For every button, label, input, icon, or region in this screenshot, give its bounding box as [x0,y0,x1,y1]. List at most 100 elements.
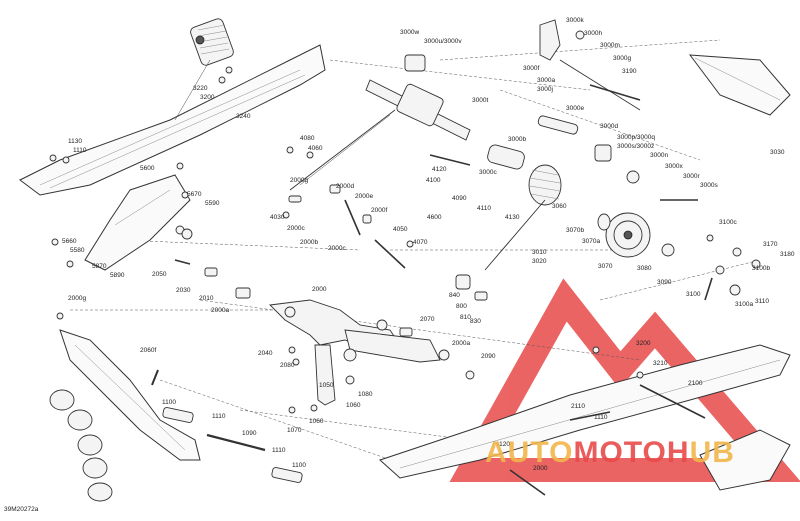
part-label: 2010 [199,295,214,302]
part-label: 2030 [176,287,191,294]
part-label: 3070a [582,238,600,245]
part-label: 3000s [700,182,718,189]
idler-wheel [597,212,675,258]
part-label: 810 [460,314,471,321]
part-label: 2000g [290,177,308,184]
part-label: 1100 [162,399,176,406]
part-label: 3000s/3000z [617,143,654,150]
part-label: 3000x [665,163,683,170]
part-label: 2000d [336,183,354,190]
part-label: 3000c [479,169,497,176]
part-label: 5600 [140,165,155,172]
center-swing-arm [269,299,441,406]
part-number-labels: 3000w3000u/3000v3000t3000k3000h3000m3000… [62,17,795,472]
part-label: 1130 [68,138,82,145]
part-label: 3210 [653,360,668,367]
part-label: 3000n [650,152,668,159]
part-label: 2040 [258,350,273,357]
part-label: 3000k [566,17,584,24]
part-label: 1070 [287,427,302,434]
part-label: 1110 [212,413,226,420]
part-label: 3020 [532,258,547,265]
front-rail-with-spring [19,18,326,196]
part-label: 5890 [110,272,125,279]
part-label: 4070 [413,239,428,246]
part-label: 1060 [309,418,324,425]
part-label: 3000m [600,42,620,49]
part-label: 3000j [537,86,553,93]
rear-rail [379,344,791,491]
part-label: 3000e [566,105,584,112]
part-label: 4030 [270,214,285,221]
part-label: 3000g [613,55,631,62]
part-label: 3000p/3000q [617,134,655,141]
part-label: 3190 [622,68,637,75]
part-label: 3000r [683,173,700,180]
part-label: 4130 [505,214,520,221]
part-label: 3110 [755,298,769,305]
watermark-text: AUTOMOTOHUB [485,436,735,469]
part-label: 3000f [523,65,539,72]
part-label: 3170 [763,241,778,248]
bogie-wheels [49,389,113,502]
part-label: 5580 [70,247,85,254]
part-label: 3060 [552,203,567,210]
part-label: 3000b [508,136,526,143]
center-shaft-assembly [289,54,471,191]
part-label: 2000c [328,245,346,252]
drawing-code: 39M20272a [4,506,39,513]
part-label: 3070 [598,263,613,270]
part-label: 2060f [140,347,156,354]
part-label: 4600 [427,214,442,221]
part-label: 3000d [600,123,618,130]
part-label: 4100 [426,177,441,184]
part-label: 2100 [688,380,703,387]
part-label: 1080 [358,391,373,398]
part-label: 2080 [280,362,295,369]
part-label: 1090 [242,430,257,437]
part-label: 2000b [300,239,318,246]
part-label: 3200 [636,340,651,347]
part-label: 1060 [346,402,361,409]
part-label: 2000 [312,286,327,293]
part-label: 5670 [187,191,202,198]
part-label: 2070 [420,316,435,323]
part-label: 4060 [308,145,323,152]
part-label: 3000t [472,97,488,104]
part-label: 2000 [533,465,548,472]
part-label: 3180 [780,251,795,258]
watermark-text-segment: AUTO [485,436,573,469]
part-label: 3100 [686,291,701,298]
part-label: 3200 [200,94,215,101]
part-label: 2000e [355,193,373,200]
left-rail-lower [49,329,201,502]
part-label: 3010 [532,249,547,256]
part-label: 3000w [400,29,419,36]
part-label: 1120 [496,441,510,448]
part-label: 5870 [92,263,107,270]
part-label: 5660 [62,238,77,245]
part-label: 3220 [193,85,208,92]
part-label: 2000f [371,207,387,214]
part-label: 1050 [319,382,334,389]
part-label: 3100c [719,219,737,226]
part-label: 3080 [637,265,652,272]
part-label: 2110 [571,403,585,410]
part-label: 1100 [292,462,306,469]
part-label: 4080 [300,135,315,142]
part-label: 2000a [211,307,229,314]
part-label: 2000g [68,295,86,302]
right-threaded-shaft [688,54,791,116]
spacer-tubes [487,115,640,184]
part-label: 3000u/3000v [424,38,462,45]
part-label: 4090 [452,195,467,202]
left-mid-bracket [84,174,191,271]
part-label: 3070b [566,227,584,234]
part-label: 3000a [537,77,555,84]
part-label: 3240 [236,113,251,120]
part-label: 4050 [393,226,408,233]
part-label: 2050 [152,271,167,278]
torsion-spring [484,164,562,271]
bolts-and-pins [151,84,713,496]
